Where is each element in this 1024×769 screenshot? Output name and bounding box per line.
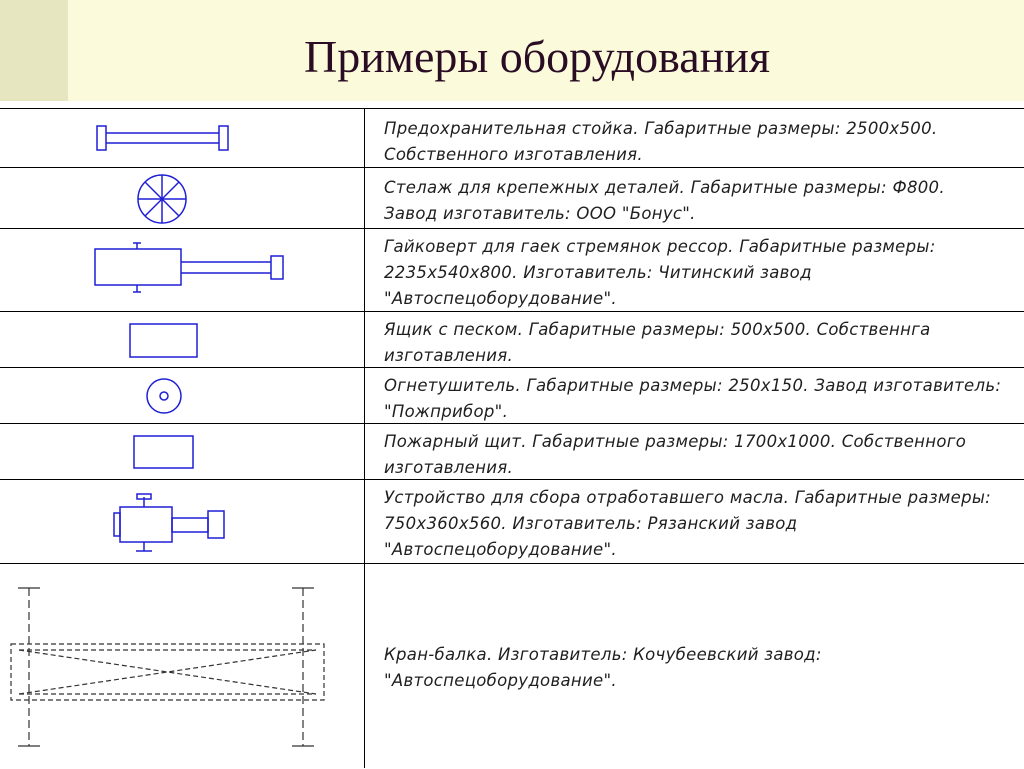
- equipment-table: Предохранительная стойка. Габаритные раз…: [0, 108, 1024, 769]
- table-row: Ящик с песком. Габаритные размеры: 500х5…: [0, 312, 1024, 368]
- table-row: Кран-балка. Изготавитель: Кочубеевский з…: [0, 564, 1024, 769]
- wrench-machine-icon: [0, 229, 364, 311]
- rack-icon: [0, 168, 364, 228]
- item-description: Ящик с песком. Габаритные размеры: 500х5…: [384, 320, 931, 365]
- item-description: Пожарный щит. Габаритные размеры: 1700х1…: [384, 432, 967, 477]
- oil-collector-icon: [0, 480, 364, 563]
- header-accent-bar: [0, 0, 68, 101]
- table-row: Огнетушитель. Габаритные размеры: 250х15…: [0, 368, 1024, 424]
- table-row: Устройство для сбора отработавшего масла…: [0, 480, 1024, 564]
- sand-box-icon: [0, 312, 364, 367]
- item-description: Устройство для сбора отработавшего масла…: [384, 488, 992, 559]
- column-divider: [364, 108, 365, 768]
- item-description: Огнетушитель. Габаритные размеры: 250х15…: [384, 376, 1002, 421]
- slide-header: Примеры оборудования: [0, 0, 1024, 101]
- crane-beam-icon: [0, 564, 364, 769]
- table-row: Гайковерт для гаек стремянок рессор. Габ…: [0, 229, 1024, 312]
- item-description: Гайковерт для гаек стремянок рессор. Габ…: [384, 237, 936, 308]
- guard-post-icon: [0, 109, 364, 167]
- slide-title: Примеры оборудования: [304, 31, 770, 82]
- item-description: Кран-балка. Изготавитель: Кочубеевский з…: [384, 645, 822, 690]
- fire-board-icon: [0, 424, 364, 479]
- item-description: Предохранительная стойка. Габаритные раз…: [384, 119, 938, 164]
- table-row: Стелаж для крепежных деталей. Габаритные…: [0, 168, 1024, 229]
- fire-extinguisher-icon: [0, 368, 364, 423]
- item-description: Стелаж для крепежных деталей. Габаритные…: [384, 178, 945, 223]
- table-row: Предохранительная стойка. Габаритные раз…: [0, 109, 1024, 168]
- table-row: Пожарный щит. Габаритные размеры: 1700х1…: [0, 424, 1024, 480]
